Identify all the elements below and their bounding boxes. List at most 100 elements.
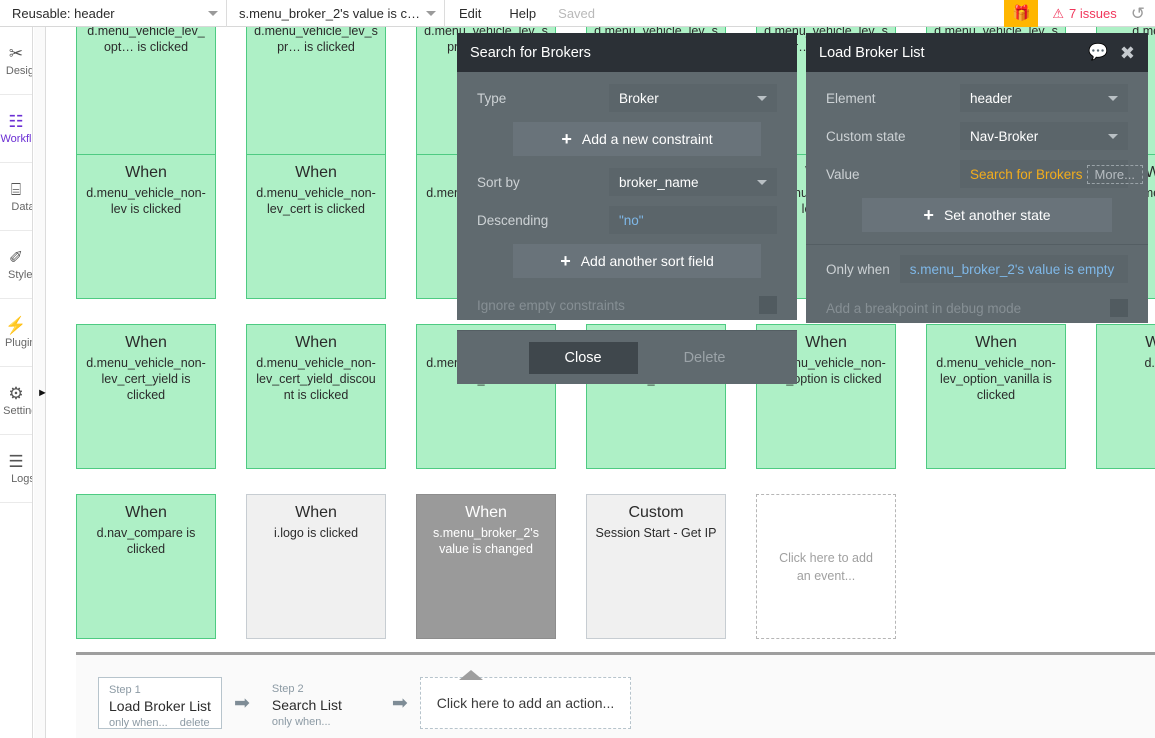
sidebar-item-plugins[interactable]: ⚡Plugins: [0, 299, 32, 367]
add-new-constraint-button[interactable]: + Add a new constraint: [513, 122, 761, 156]
close-icon[interactable]: ✖: [1119, 42, 1135, 63]
event-description: d.menu_vehicle_non-lev is clicked: [86, 186, 206, 216]
event-type-label: When: [125, 164, 167, 181]
descending-value: "no": [619, 212, 644, 228]
custom-state-label: Custom state: [826, 128, 906, 144]
step-meta: only when... delete: [109, 716, 211, 730]
event-type-label: When: [295, 334, 337, 351]
value-input[interactable]: Search for Brokers More...: [960, 160, 1144, 188]
menu-edit[interactable]: Edit: [459, 5, 482, 21]
event-type-label: When: [805, 334, 847, 351]
arrow-right-icon: ➡: [233, 692, 250, 714]
load-dialog-title: Load Broker List: [819, 44, 925, 61]
event-type-label: When: [125, 334, 167, 351]
search-dialog-header: Search for Brokers: [457, 33, 797, 72]
page-selector-label: Reusable: header: [12, 5, 115, 21]
sidebar-item-workflow[interactable]: ☷Workflow: [0, 95, 32, 163]
ignore-empty-constraints-checkbox[interactable]: [759, 296, 777, 314]
element-select[interactable]: header: [960, 84, 1128, 112]
search-for-brokers-dialog: Search for Brokers Type Broker + Add a n…: [457, 33, 797, 384]
step-condition-link[interactable]: only when...: [271, 716, 331, 728]
logs-icon: ☰: [8, 451, 24, 471]
issues-indicator[interactable]: ⚠ 7 issues: [1038, 6, 1128, 21]
add-constraint-label: Add a new constraint: [581, 131, 713, 147]
chevron-down-icon: [1108, 133, 1118, 139]
workflow-event-box[interactable]: When d.menu_vehicle_non-lev_cert_yield_di…: [246, 324, 386, 469]
workflow-event-box[interactable]: When i.logo is clicked: [246, 494, 386, 639]
top-bar: Reusable: header s.menu_broker_2's value…: [0, 0, 1155, 27]
type-select[interactable]: Broker: [609, 84, 777, 112]
value-expression: Search for Brokers: [970, 166, 1083, 182]
workflow-event-box[interactable]: d.menu_vehicle_lev_opt… is clicked: [76, 27, 216, 159]
event-type-label: When: [295, 504, 337, 521]
expand-right-icon[interactable]: ►: [37, 387, 48, 399]
breakpoint-row[interactable]: Add a breakpoint in debug mode: [806, 293, 1148, 323]
search-dialog-body: Type Broker + Add a new constraint Sort …: [457, 72, 797, 320]
event-description: i.logo is clicked: [273, 526, 359, 540]
event-description: d.menu_vehicle_non-lev_cert_yield_discou…: [256, 356, 376, 402]
issues-label: 7 issues: [1069, 5, 1117, 21]
add-event-placeholder[interactable]: Click here to add an event...: [756, 494, 896, 639]
workflow-event-box[interactable]: Whend.nav…: [1096, 324, 1155, 469]
workflow-event-box[interactable]: When d.menu_vehicle_non-lev is clicked: [76, 154, 216, 299]
element-row: Element header: [806, 84, 1148, 112]
ignore-empty-constraints-row[interactable]: Ignore empty constraints: [457, 290, 797, 320]
add-another-sort-field-button[interactable]: + Add another sort field: [513, 244, 761, 278]
sidebar-item-data[interactable]: ⌸Data: [0, 163, 32, 231]
value-more-button[interactable]: More...: [1086, 164, 1144, 184]
sidebar-item-design[interactable]: ✂Design: [0, 27, 32, 95]
sidebar-item-label: Styles: [8, 268, 32, 281]
workflow-selector[interactable]: s.menu_broker_2's value is chan...: [227, 0, 445, 27]
gear-icon: ⚙: [8, 383, 24, 403]
database-icon: ⌸: [10, 179, 22, 199]
add-action-label: Click here to add an action...: [436, 695, 615, 711]
delete-button[interactable]: Delete: [683, 349, 726, 366]
divider: [806, 244, 1148, 245]
comment-icon[interactable]: 💬: [1087, 43, 1108, 61]
step-delete-link[interactable]: delete: [179, 717, 210, 729]
sort-by-select[interactable]: broker_name: [609, 168, 777, 196]
add-event-label: Click here to add an event...: [779, 550, 873, 583]
warning-triangle-icon: ⚠: [1052, 5, 1065, 21]
only-when-input[interactable]: s.menu_broker_2's value is empty: [899, 255, 1128, 283]
element-label: Element: [826, 90, 876, 106]
descending-input[interactable]: "no": [609, 206, 777, 234]
close-button[interactable]: Close: [528, 341, 638, 374]
step-number: Step 1: [109, 684, 141, 696]
workflow-event-box[interactable]: d.menu_vehicle_lev_spr… is clicked: [246, 27, 386, 159]
brush-icon: ✐: [8, 247, 24, 267]
gift-button[interactable]: 🎁: [1004, 0, 1039, 27]
selected-event-pointer: [459, 670, 483, 680]
only-when-row: Only when s.menu_broker_2's value is emp…: [806, 255, 1148, 283]
sort-by-label: Sort by: [477, 174, 520, 190]
breakpoint-checkbox[interactable]: [1110, 299, 1128, 317]
search-dialog-footer: Close Delete: [457, 330, 797, 384]
add-action-placeholder[interactable]: Click here to add an action...: [419, 677, 632, 729]
undo-icon[interactable]: ↺: [1130, 3, 1145, 23]
sidebar-item-logs[interactable]: ☰Logs: [0, 435, 32, 503]
element-value: header: [970, 90, 1013, 106]
custom-state-select[interactable]: Nav-Broker: [960, 122, 1128, 150]
value-label: Value: [826, 166, 860, 182]
sidebar-item-settings[interactable]: ⚙Settings: [0, 367, 32, 435]
sidebar-item-styles[interactable]: ✐Styles: [0, 231, 32, 299]
workflow-selector-label: s.menu_broker_2's value is chan...: [239, 5, 420, 21]
left-sidebar[interactable]: ✂Design☷Workflow⌸Data✐Styles⚡Plugins⚙Set…: [0, 27, 33, 738]
custom-state-value: Nav-Broker: [970, 128, 1039, 144]
step-condition-link[interactable]: only when...: [109, 717, 168, 729]
sidebar-item-label: Design: [5, 64, 32, 77]
menu-help[interactable]: Help: [509, 5, 537, 21]
chevron-down-icon: [1108, 95, 1118, 101]
page-selector[interactable]: Reusable: header: [0, 0, 227, 27]
sidebar-item-label: Plugins: [4, 336, 32, 349]
set-another-state-button[interactable]: + Set another state: [862, 198, 1112, 232]
